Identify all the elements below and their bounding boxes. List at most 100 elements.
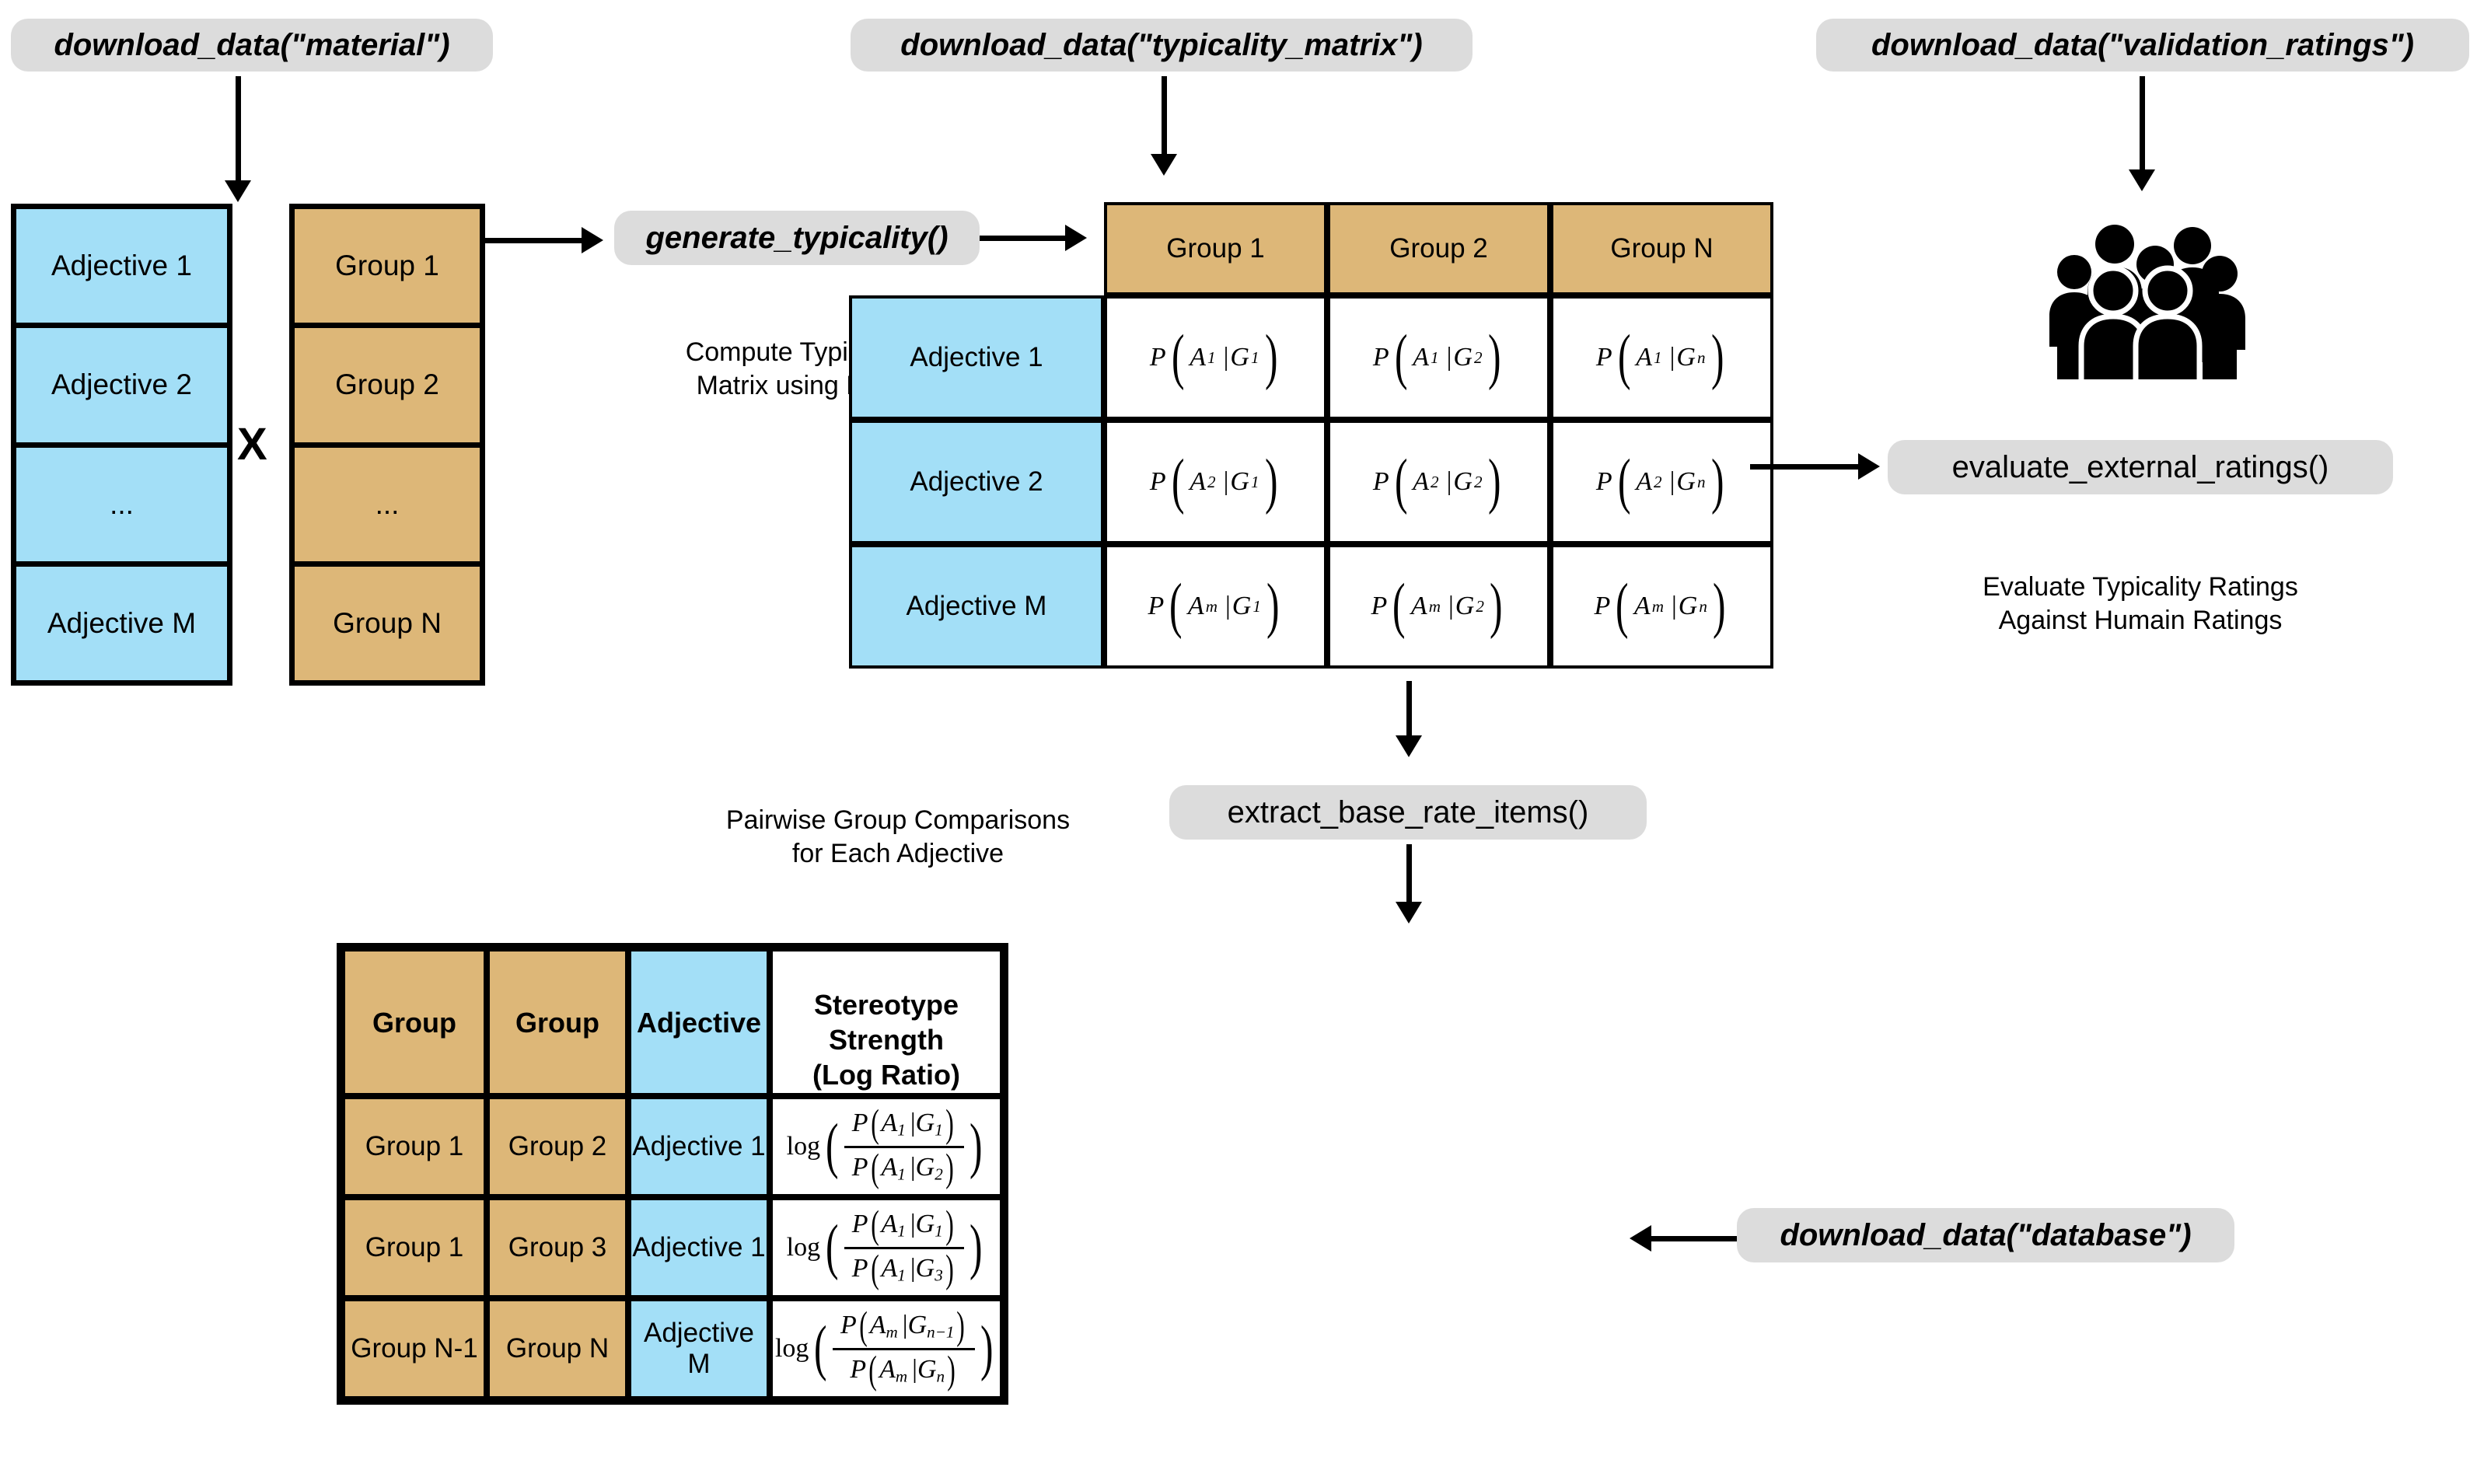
- results-cell-adjective: Adjective M: [628, 1298, 770, 1399]
- results-cell-group-a: Group 1: [342, 1096, 487, 1197]
- typicality-matrix-col-header[interactable]: Group N: [1550, 202, 1773, 295]
- download-material-pill[interactable]: download_data("material"): [11, 19, 493, 72]
- results-cell-adjective: Adjective 1: [628, 1096, 770, 1197]
- group-stack-item[interactable]: ...: [295, 442, 480, 561]
- log-ratio-expression: log( P(A1|G1) P(A1|G3) ): [786, 1203, 983, 1291]
- arrow-generate-to-matrix-head: [1065, 225, 1087, 251]
- download-material-label: download_data("material"): [54, 27, 450, 62]
- results-cell-label: Group 3: [508, 1232, 607, 1262]
- adjective-stack: Adjective 1 Adjective 2 ... Adjective M: [11, 204, 232, 686]
- arrow-database-to-results-head: [1630, 1225, 1651, 1252]
- arrow-material-to-adjectives-shaft: [236, 76, 241, 185]
- log-ratio-expression: log( P(A1|G1) P(A1|G2) ): [786, 1102, 983, 1190]
- arrow-extract-to-results-head: [1396, 902, 1422, 924]
- arrow-database-to-results-shaft: [1648, 1236, 1742, 1241]
- arrow-generate-to-matrix-shaft: [980, 236, 1073, 241]
- results-cell-adjective: Adjective 1: [628, 1197, 770, 1298]
- evaluate-ratings-caption-text: Evaluate Typicality Ratings Against Huma…: [1983, 571, 2298, 636]
- adjective-stack-item-label: Adjective 1: [51, 250, 192, 282]
- results-col-header-stereotype-strength[interactable]: Stereotype Strength (Log Ratio): [770, 948, 1003, 1096]
- group-stack-item[interactable]: Group 1: [295, 209, 480, 323]
- results-cell-log-ratio: log( P(Am|Gn−1) P(Am|Gn) ): [770, 1298, 1003, 1399]
- results-cell-group-b: Group 2: [487, 1096, 628, 1197]
- adjective-stack-item-label: Adjective 2: [51, 368, 192, 401]
- adjective-stack-item[interactable]: Adjective M: [16, 560, 227, 680]
- arrow-matrix-to-evaluate-head: [1858, 453, 1880, 480]
- results-col-header-group-b[interactable]: Group: [487, 948, 628, 1096]
- group-stack-item-label: Group 2: [335, 368, 439, 401]
- group-stack-item-label: ...: [375, 487, 400, 520]
- download-database-label: download_data("database"): [1780, 1217, 2192, 1252]
- results-cell-group-a: Group 1: [342, 1197, 487, 1298]
- evaluate-external-ratings-label: evaluate_external_ratings(): [1951, 449, 2329, 484]
- results-col-header-adjective[interactable]: Adjective: [628, 948, 770, 1096]
- results-cell-group-b: Group N: [487, 1298, 628, 1399]
- generate-typicality-pill[interactable]: generate_typicality(): [614, 211, 980, 265]
- arrow-matrix-to-evaluate-shaft: [1750, 464, 1863, 470]
- adjective-stack-item[interactable]: Adjective 1: [16, 209, 227, 323]
- arrow-matrix-to-extract-shaft: [1406, 681, 1412, 740]
- results-table-header-row: Group Group Adjective Stereotype Strengt…: [342, 948, 1003, 1096]
- generate-typicality-label: generate_typicality(): [645, 220, 949, 255]
- evaluate-ratings-caption: Evaluate Typicality Ratings Against Huma…: [1888, 536, 2393, 638]
- group-stack-item[interactable]: Group 2: [295, 323, 480, 442]
- results-cell-label: Adjective 1: [632, 1131, 766, 1161]
- group-stack: Group 1 Group 2 ... Group N: [289, 204, 485, 686]
- typicality-matrix-col-header[interactable]: Group 1: [1104, 202, 1327, 295]
- cross-product-label: X: [237, 419, 267, 470]
- typicality-matrix-row-header[interactable]: Adjective 2: [849, 420, 1104, 544]
- pairwise-comparisons-caption-text: Pairwise Group Comparisons for Each Adje…: [725, 805, 1071, 869]
- download-validation-ratings-label: download_data("validation_ratings"): [1871, 27, 2414, 62]
- download-typicality-matrix-label: download_data("typicality_matrix"): [900, 27, 1423, 62]
- results-cell-label: Group N: [505, 1333, 610, 1364]
- results-cell-group-b: Group 3: [487, 1197, 628, 1298]
- typicality-matrix-row-header[interactable]: Adjective M: [849, 544, 1104, 669]
- group-stack-item-label: Group N: [333, 606, 442, 639]
- people-group-icon: [2049, 225, 2245, 379]
- typicality-matrix-row-header-label: Adjective M: [906, 591, 1047, 621]
- group-stack-item-label: Group 1: [335, 250, 439, 282]
- adjective-stack-item-label: Adjective M: [47, 606, 197, 639]
- results-cell-label: Group 2: [508, 1131, 607, 1161]
- results-col-header-label: Adjective: [636, 1006, 762, 1039]
- pairwise-comparisons-caption: Pairwise Group Comparisons for Each Adje…: [669, 770, 1127, 871]
- results-cell-log-ratio: log( P(A1|G1) P(A1|G2) ): [770, 1096, 1003, 1197]
- typicality-matrix-col-header-label: Group 1: [1166, 233, 1265, 264]
- results-col-header-label: Group: [372, 1006, 456, 1039]
- results-col-header-label: Group: [515, 1006, 599, 1039]
- results-cell-label: Group 1: [365, 1232, 464, 1262]
- extract-base-rate-items-pill[interactable]: extract_base_rate_items(): [1169, 785, 1647, 840]
- results-table-row: Group 1 Group 3 Adjective 1 log( P(A1|G1…: [342, 1197, 1003, 1298]
- typicality-matrix-row-header[interactable]: Adjective 1: [849, 295, 1104, 420]
- typicality-matrix-col-header[interactable]: Group 2: [1327, 202, 1550, 295]
- results-cell-label: Group 1: [365, 1131, 464, 1161]
- arrow-typicality-to-matrix-head: [1151, 154, 1177, 176]
- adjective-stack-item[interactable]: ...: [16, 442, 227, 561]
- evaluate-external-ratings-pill[interactable]: evaluate_external_ratings(): [1888, 440, 2393, 494]
- download-database-pill[interactable]: download_data("database"): [1737, 1208, 2234, 1262]
- results-col-header-group-a[interactable]: Group: [342, 948, 487, 1096]
- typicality-matrix-header-row: Group 1 Group 2 Group N: [849, 202, 1773, 295]
- arrow-extract-to-results-shaft: [1406, 844, 1412, 906]
- extract-base-rate-items-label: extract_base_rate_items(): [1227, 794, 1589, 829]
- download-typicality-matrix-pill[interactable]: download_data("typicality_matrix"): [851, 19, 1473, 72]
- download-validation-ratings-pill[interactable]: download_data("validation_ratings"): [1816, 19, 2469, 72]
- adjective-stack-item[interactable]: Adjective 2: [16, 323, 227, 442]
- group-stack-item[interactable]: Group N: [295, 560, 480, 680]
- results-table-row: Group N-1 Group N Adjective M log( P(Am|…: [342, 1298, 1003, 1399]
- results-col-header-label: Stereotype Strength (Log Ratio): [812, 989, 960, 1091]
